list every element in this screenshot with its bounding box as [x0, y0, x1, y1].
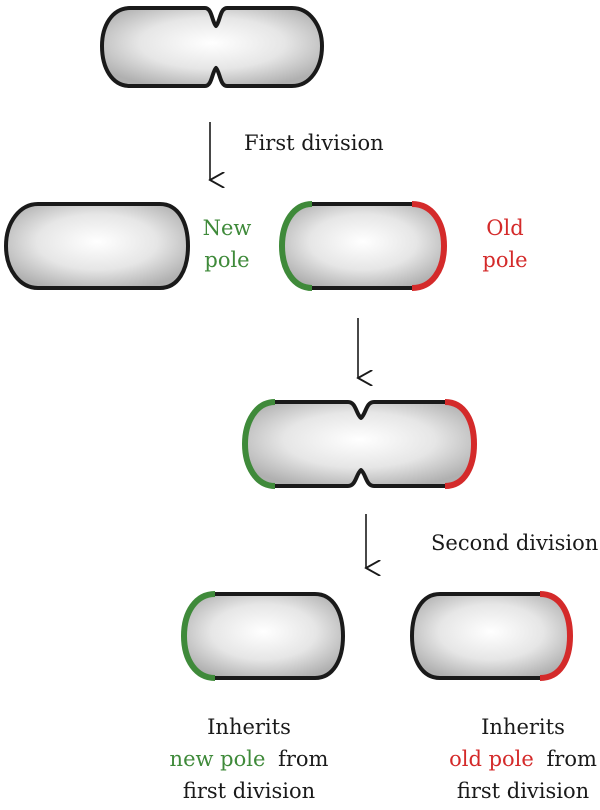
inherited-old-pole-marker — [539, 591, 574, 681]
caption-left-line3: first division — [183, 779, 315, 803]
caption-right: Inherits old pole from first division — [449, 715, 597, 803]
new-pole-marker-middle — [241, 399, 276, 489]
first-division-label: First division — [244, 131, 384, 155]
new-pole-label-line1: New — [203, 216, 252, 240]
caption-right-line1: Inherits — [481, 715, 565, 739]
caption-right-line3: first division — [457, 779, 589, 803]
caption-left: Inherits new pole from first division — [170, 715, 329, 803]
new-pole-marker — [278, 201, 313, 291]
caption-left-line1: Inherits — [207, 715, 291, 739]
old-pole-marker-middle — [444, 399, 478, 489]
caption-right-line2: old pole from — [449, 747, 597, 771]
caption-right-from: from — [547, 747, 597, 771]
daughter-cell-right — [278, 201, 448, 291]
inherited-new-pole-marker — [180, 591, 216, 681]
bottom-cell-left — [180, 591, 346, 681]
old-pole-label-line2: pole — [482, 248, 527, 272]
daughter-cell-left — [3, 202, 191, 290]
second-division-label: Second division — [431, 531, 598, 555]
caption-right-old-pole: old pole — [449, 747, 534, 771]
old-pole-label-line1: Old — [486, 216, 523, 240]
old-pole-marker — [411, 201, 448, 291]
caption-left-line2: new pole from — [170, 747, 329, 771]
new-pole-label-line2: pole — [204, 248, 249, 272]
bottom-cell-right — [409, 591, 574, 681]
dividing-cell-middle — [241, 399, 478, 489]
caption-left-from: from — [278, 747, 328, 771]
caption-left-new-pole: new pole — [170, 747, 266, 771]
dividing-cell-top — [100, 6, 324, 88]
